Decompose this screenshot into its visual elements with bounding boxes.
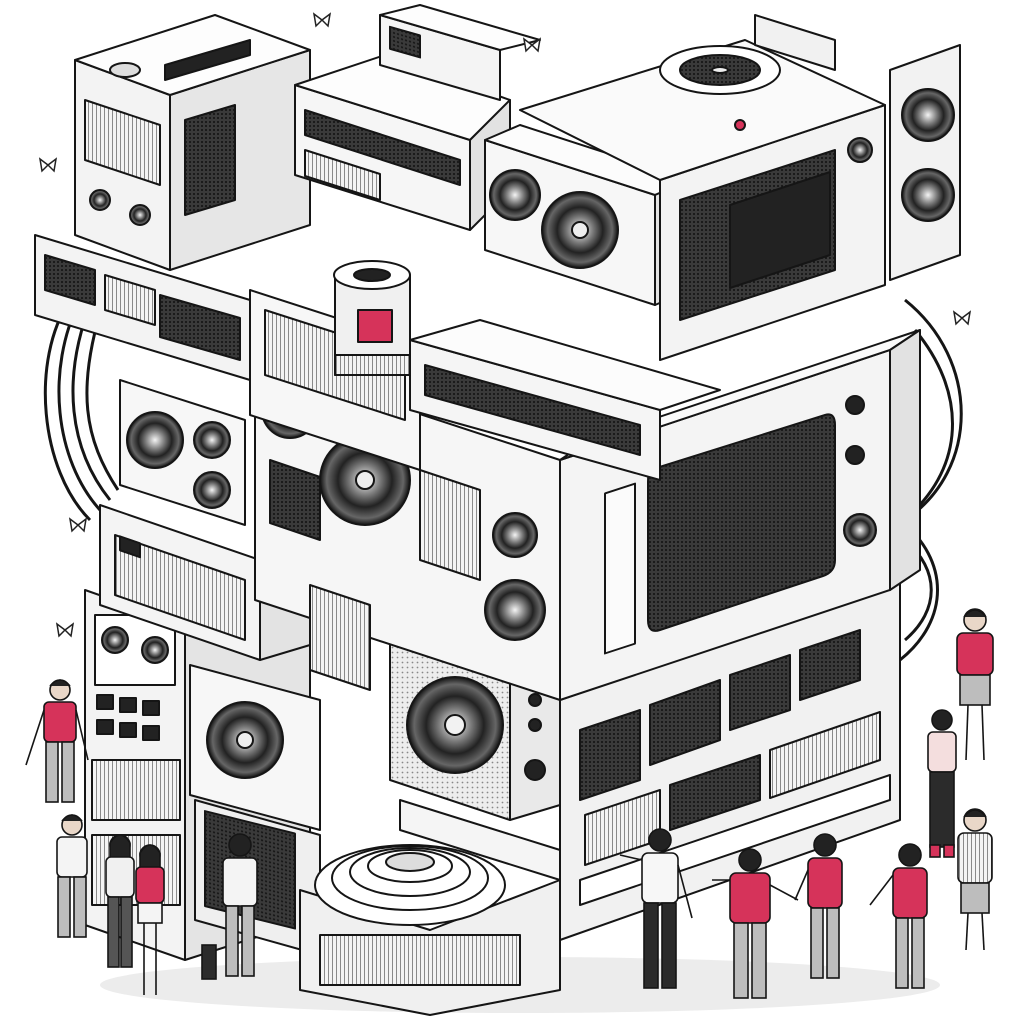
person-left-4 <box>135 844 165 995</box>
butterfly-icon <box>38 157 58 173</box>
butterfly-icon <box>68 517 88 533</box>
person-right-7 <box>619 828 693 989</box>
person-right-1 <box>956 608 994 761</box>
person-left-5 <box>201 833 258 980</box>
butterfly-icon <box>312 12 332 28</box>
speaker-cabinet-bottom-center <box>389 639 561 881</box>
turntable-monitor-top-right <box>519 14 886 361</box>
person-right-5 <box>794 833 843 979</box>
person-left-3 <box>105 834 135 968</box>
person-right-6 <box>712 848 799 999</box>
person-right-2 <box>927 709 957 858</box>
crowd-of-people <box>25 608 994 999</box>
speaker-pair-mid-left <box>119 379 246 526</box>
stereo-receiver-top-center <box>294 54 511 231</box>
person-right-3 <box>957 808 993 951</box>
butterflies <box>38 12 972 638</box>
butterfly-icon <box>55 622 75 638</box>
butterfly-icon <box>952 310 972 326</box>
person-left-2 <box>56 814 88 938</box>
vcr-unit-center <box>409 319 721 481</box>
radio-unit-top-left <box>74 14 311 271</box>
butterfly-icon <box>522 37 542 53</box>
film-canister-with-red-label <box>333 260 411 376</box>
speaker-column-top-right <box>889 44 961 281</box>
person-right-4 <box>869 843 928 989</box>
amplifier-upper-left <box>34 234 251 381</box>
person-left-1 <box>25 679 89 803</box>
coil-base-unit <box>299 844 561 1016</box>
